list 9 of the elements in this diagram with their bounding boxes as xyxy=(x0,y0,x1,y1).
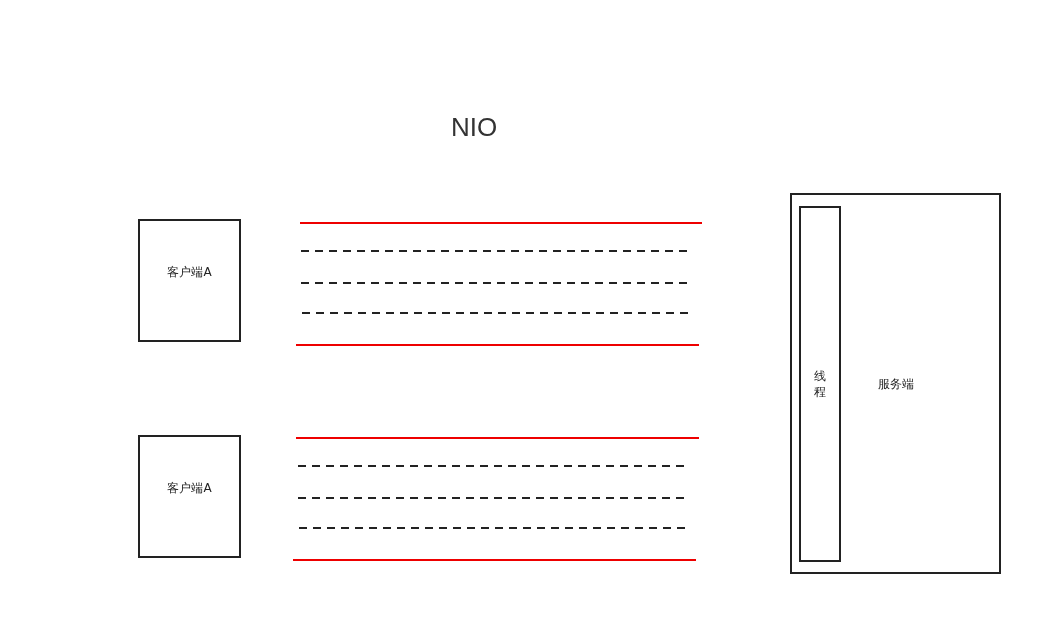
node-label: 服务端 xyxy=(877,375,914,392)
node-label: 客户端A xyxy=(167,479,212,497)
diagram-title: NIO xyxy=(449,112,499,143)
client-box xyxy=(138,435,241,558)
thread-box xyxy=(799,206,841,562)
client-box xyxy=(138,219,241,342)
server-box xyxy=(790,193,1001,574)
vertical-label: 线程 xyxy=(814,367,826,401)
node-label: 客户端A xyxy=(167,263,212,281)
